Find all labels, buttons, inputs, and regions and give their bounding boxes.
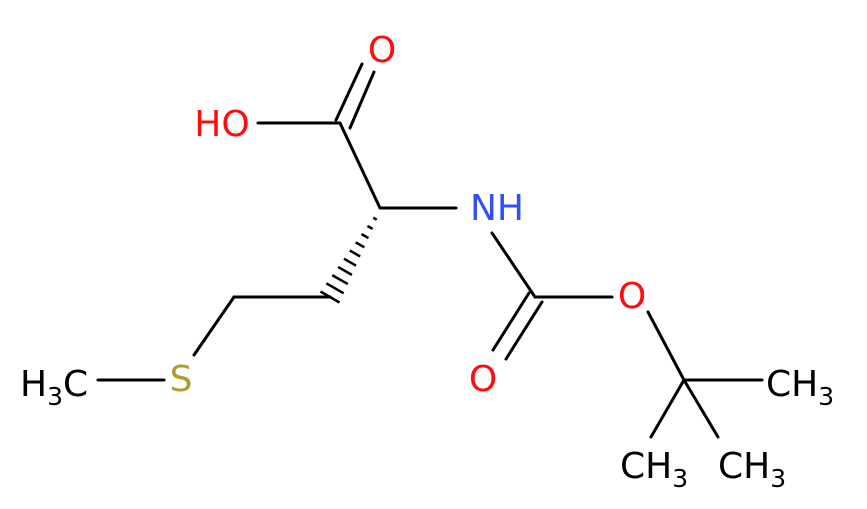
amine-label: NH	[470, 188, 524, 229]
bond-nitrogen-carbamate	[490, 231, 537, 299]
bond-ester-o-tbutyl	[646, 310, 686, 382]
bond-line	[504, 300, 544, 361]
methyl-sulfur-h: H	[20, 364, 47, 405]
wedge-hash-line	[349, 249, 361, 258]
wedge-hash-line	[337, 265, 353, 276]
methyl-bottom-right-ch: CH	[718, 446, 770, 487]
bond-carboxyl-double	[334, 62, 376, 130]
sulfur-label: S	[170, 359, 193, 400]
bond-line	[348, 70, 376, 130]
oxygen-label: O	[368, 30, 396, 71]
wedge-hash-line	[372, 216, 378, 221]
methyl-bottom-left-ch: CH	[620, 446, 672, 487]
wedge-hash-line	[360, 233, 370, 240]
methyl-sulfur-label: H3C	[20, 364, 88, 411]
carbamate-oxygen-label: O	[469, 359, 497, 400]
methyl-right-label: CH3	[766, 364, 834, 411]
hashed-wedge-bond	[319, 216, 378, 304]
methyl-right-ch: CH	[766, 364, 818, 405]
bond-gamma-sulfur	[192, 295, 236, 357]
wedge-hash-line	[366, 224, 374, 230]
wedge-hash-line	[331, 274, 349, 286]
methyl-bottom-right-subscript: 3	[770, 464, 786, 493]
wedge-hash-line	[325, 282, 345, 295]
methyl-right-subscript: 3	[818, 382, 834, 411]
bond-carboxyl-alpha	[338, 121, 382, 210]
bond-line	[491, 291, 531, 352]
wedge-hash-line	[355, 241, 365, 249]
methyl-bottom-right-label: CH3	[718, 446, 786, 493]
methyl-sulfur-subscript: 3	[47, 382, 63, 411]
bond-tbutyl-methyl-bottom-left	[649, 378, 686, 439]
methyl-bottom-left-subscript: 3	[672, 464, 688, 493]
hydroxyl-label: HO	[194, 104, 249, 145]
methyl-sulfur-c: C	[63, 364, 88, 405]
wedge-hash-line	[343, 257, 357, 267]
ester-oxygen-label: O	[618, 276, 646, 317]
bond-carbamate-double	[491, 291, 544, 361]
methyl-bottom-left-label: CH3	[620, 446, 688, 493]
bond-line	[334, 62, 364, 122]
bond-tbutyl-methyl-bottom-right	[682, 378, 720, 439]
